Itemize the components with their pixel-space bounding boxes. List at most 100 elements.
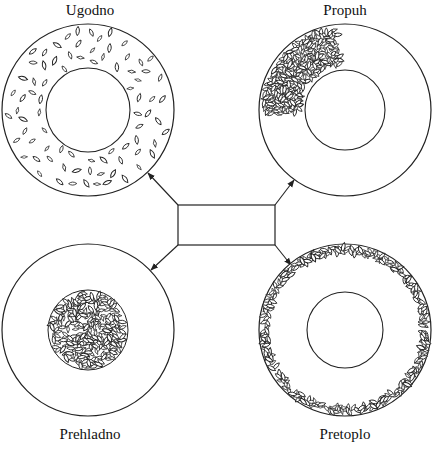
particle bbox=[422, 320, 430, 323]
particle bbox=[306, 68, 313, 76]
particle bbox=[89, 47, 96, 54]
particle bbox=[133, 111, 142, 116]
outer-circle bbox=[259, 24, 431, 196]
particle bbox=[72, 168, 82, 174]
particle bbox=[304, 54, 309, 63]
particle bbox=[80, 291, 88, 295]
particle bbox=[268, 289, 275, 296]
particle bbox=[319, 32, 325, 40]
particle bbox=[271, 76, 277, 85]
particle bbox=[263, 346, 271, 354]
particle bbox=[365, 403, 372, 410]
particle bbox=[267, 111, 275, 117]
particle bbox=[107, 43, 112, 53]
particle bbox=[135, 123, 144, 129]
particle bbox=[286, 93, 294, 100]
particle bbox=[273, 106, 281, 110]
particle bbox=[119, 325, 127, 330]
particle bbox=[333, 246, 342, 255]
particle bbox=[292, 61, 298, 68]
particle bbox=[261, 99, 266, 108]
particle bbox=[77, 297, 85, 301]
particle bbox=[89, 292, 94, 301]
particle bbox=[299, 397, 308, 406]
particle bbox=[72, 307, 77, 317]
particle bbox=[106, 333, 113, 343]
center-box bbox=[178, 205, 275, 245]
particle bbox=[22, 127, 28, 135]
particle bbox=[320, 41, 327, 47]
particle bbox=[38, 94, 43, 104]
particle bbox=[99, 323, 107, 327]
particle bbox=[41, 60, 46, 70]
particle bbox=[325, 28, 328, 37]
particle bbox=[88, 300, 96, 305]
particle bbox=[402, 381, 412, 388]
particle bbox=[50, 315, 58, 322]
particle bbox=[61, 65, 68, 73]
particle bbox=[149, 95, 156, 102]
particle bbox=[276, 63, 285, 68]
particle bbox=[262, 95, 270, 101]
particle-group bbox=[47, 290, 128, 370]
pointer-line bbox=[275, 180, 294, 205]
particle bbox=[343, 245, 351, 252]
particle bbox=[286, 59, 293, 69]
particle bbox=[87, 316, 94, 323]
particle bbox=[18, 116, 28, 123]
particle bbox=[277, 102, 285, 107]
particle bbox=[419, 333, 426, 342]
particle bbox=[4, 112, 12, 119]
particle bbox=[286, 107, 290, 114]
particle bbox=[134, 78, 141, 82]
circle-label: Prehladno bbox=[0, 424, 180, 444]
particle bbox=[297, 390, 306, 398]
particle bbox=[67, 347, 75, 350]
particle bbox=[77, 355, 86, 360]
particle bbox=[32, 77, 37, 85]
particle bbox=[62, 331, 70, 338]
particle bbox=[110, 348, 118, 352]
particle bbox=[109, 352, 116, 360]
particle bbox=[284, 69, 293, 78]
particle bbox=[49, 322, 56, 332]
particle bbox=[290, 46, 299, 52]
particle bbox=[283, 101, 291, 108]
particle bbox=[357, 404, 366, 412]
particle bbox=[36, 170, 42, 177]
particle bbox=[320, 248, 329, 253]
particle bbox=[52, 336, 56, 345]
particle bbox=[54, 346, 61, 353]
particle bbox=[79, 313, 89, 318]
particle bbox=[158, 95, 166, 104]
particle bbox=[315, 51, 320, 61]
particle bbox=[118, 332, 126, 341]
particle bbox=[112, 319, 118, 326]
particle bbox=[303, 73, 307, 81]
particle bbox=[104, 317, 112, 325]
particle bbox=[260, 319, 269, 325]
particle bbox=[94, 314, 102, 321]
particle bbox=[102, 328, 112, 334]
inner-circle bbox=[305, 70, 385, 150]
particle bbox=[28, 89, 37, 95]
particle bbox=[75, 335, 81, 343]
particle bbox=[378, 252, 386, 259]
particle bbox=[67, 325, 70, 333]
particle bbox=[157, 73, 163, 81]
particle bbox=[136, 164, 142, 171]
particle bbox=[94, 348, 99, 355]
particle bbox=[81, 358, 90, 364]
particle bbox=[100, 314, 107, 317]
particle bbox=[417, 363, 421, 371]
particle bbox=[350, 404, 357, 412]
particle bbox=[28, 47, 37, 55]
outer-circle bbox=[2, 244, 174, 416]
particle bbox=[121, 40, 128, 47]
inner-circle bbox=[46, 68, 130, 152]
particle bbox=[394, 261, 399, 270]
particle bbox=[18, 75, 28, 81]
particle bbox=[312, 30, 315, 39]
particle bbox=[82, 179, 90, 188]
particle bbox=[108, 148, 115, 155]
